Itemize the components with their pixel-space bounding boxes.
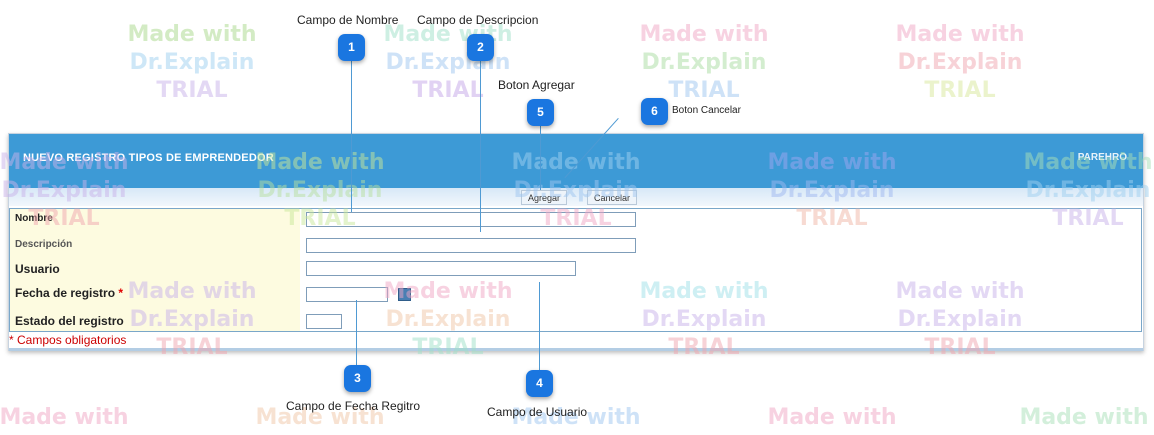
panel-bottom-bar (9, 348, 1143, 351)
callout-badge-6: 6 (641, 98, 668, 125)
toolbar (9, 188, 1143, 206)
estado-input[interactable] (306, 314, 342, 329)
callout-line-3 (356, 300, 357, 366)
callout-line-4 (539, 282, 540, 370)
callout-line-1 (351, 60, 352, 212)
callout-text-6: Boton Cancelar (672, 105, 741, 116)
callout-badge-2: 2 (467, 34, 494, 61)
usuario-label: Usuario (15, 262, 60, 276)
watermark: Made with (0, 405, 129, 430)
fecha-label: Fecha de registro * (15, 286, 124, 300)
callout-text-1: Campo de Nombre (297, 13, 399, 27)
estado-label: Estado del registro (15, 314, 124, 328)
fecha-input[interactable] (306, 287, 388, 302)
nombre-label: Nombre (15, 213, 53, 224)
watermark: Made with (767, 405, 897, 430)
callout-text-2: Campo de Descripcion (417, 13, 539, 27)
callout-text-4: Campo de Usuario (487, 405, 588, 419)
panel-header: NUEVO REGISTRO TIPOS DE EMPRENDEDOR PARE… (9, 134, 1143, 188)
nombre-input[interactable] (306, 212, 636, 227)
callout-line-5 (540, 124, 541, 190)
callout-text-5: Boton Agregar (498, 78, 575, 92)
form-panel: NUEVO REGISTRO TIPOS DE EMPRENDEDOR PARE… (8, 133, 1144, 351)
callout-badge-4: 4 (526, 370, 553, 397)
usuario-input[interactable] (306, 261, 576, 276)
watermark: Made with (1019, 405, 1149, 430)
form-grid: Nombre Descripción Usuario Fecha de regi… (9, 208, 1142, 332)
required-mark: * (118, 286, 124, 300)
required-footnote: * Campos obligatorios (9, 333, 127, 347)
cancel-button[interactable]: Cancelar (587, 190, 638, 205)
callout-line-2 (480, 52, 481, 232)
callout-badge-3: 3 (344, 365, 371, 392)
callout-text-3: Campo de Fecha Regitro (286, 399, 421, 413)
add-button[interactable]: Agregar (521, 190, 568, 205)
panel-title: NUEVO REGISTRO TIPOS DE EMPRENDEDOR (23, 152, 274, 164)
callout-badge-5: 5 (527, 99, 554, 126)
calendar-icon[interactable] (398, 288, 411, 301)
descripcion-label: Descripción (15, 239, 73, 250)
panel-header-right: PAREHRO (1077, 152, 1127, 163)
descripcion-input[interactable] (306, 238, 636, 253)
callout-badge-1: 1 (338, 34, 365, 61)
label-column (10, 209, 300, 331)
